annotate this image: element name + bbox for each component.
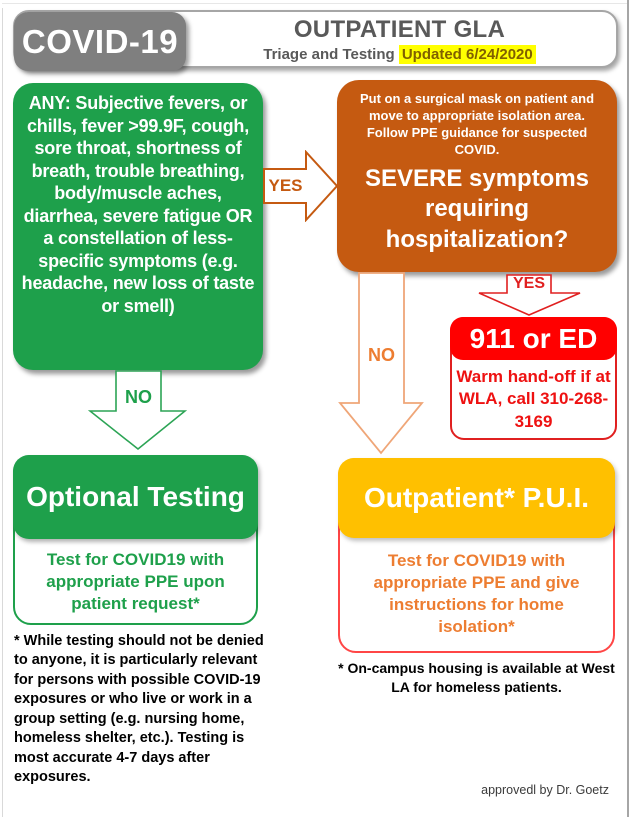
severe-question: SEVERE symptoms requiring hospitalizatio… bbox=[364, 164, 590, 254]
optional-testing-note: Test for COVID19 with appropriate PPE up… bbox=[46, 550, 225, 614]
yes-connector-to-severe: YES bbox=[263, 150, 339, 222]
covid19-badge-label: COVID-19 bbox=[21, 22, 179, 60]
approval-note: approvedl by Dr. Goetz bbox=[481, 783, 609, 797]
covid19-badge: COVID-19 bbox=[14, 12, 186, 71]
no-connector-to-pui: NO bbox=[338, 272, 424, 455]
emergency-box: 911 or ED Warm hand-off if at WLA, call … bbox=[450, 317, 617, 440]
testing-footnote: * While testing should not be denied to … bbox=[14, 633, 264, 785]
down-arrow-icon bbox=[88, 370, 187, 451]
slide-left-edge bbox=[2, 8, 3, 817]
right-arrow-icon bbox=[263, 150, 339, 222]
down-arrow-icon bbox=[338, 272, 424, 455]
slide-top-edge bbox=[2, 3, 627, 4]
optional-testing-title: Optional Testing bbox=[13, 455, 258, 539]
yes-label: YES bbox=[512, 275, 545, 292]
optional-testing-box: Optional Testing Test for COVID19 with a… bbox=[13, 455, 258, 625]
severe-box: Put on a surgical mask on patient and mo… bbox=[337, 80, 617, 272]
page-title: OUTPATIENT GLA bbox=[293, 16, 506, 43]
page-subtitle: Triage and Testing Updated 6/24/2020 bbox=[193, 45, 606, 64]
yes-label: YES bbox=[268, 176, 303, 195]
pui-note: Test for COVID19 with appropriate PPE an… bbox=[373, 551, 580, 637]
pui-title: Outpatient* P.U.I. bbox=[338, 458, 615, 538]
emergency-title: 911 or ED bbox=[450, 317, 617, 360]
yes-connector-to-emergency: YES bbox=[478, 274, 582, 317]
subtitle-text: Triage and Testing bbox=[263, 46, 395, 63]
down-arrow-icon bbox=[478, 274, 581, 316]
pui-box: Outpatient* P.U.I. Test for COVID19 with… bbox=[338, 458, 615, 653]
slide-right-edge bbox=[627, 0, 629, 817]
housing-footnote: * On-campus housing is available at West… bbox=[338, 660, 615, 695]
symptoms-box: ANY: Subjective fevers, or chills, fever… bbox=[13, 83, 263, 370]
emergency-note: Warm hand-off if at WLA, call 310-268-31… bbox=[456, 367, 611, 431]
severe-instruction: Put on a surgical mask on patient and mo… bbox=[359, 91, 595, 158]
no-label: NO bbox=[368, 345, 395, 365]
updated-highlight: Updated 6/24/2020 bbox=[398, 45, 536, 64]
no-connector-to-testing: NO bbox=[88, 370, 187, 451]
no-label: NO bbox=[125, 387, 152, 407]
header-text: OUTPATIENT GLA Triage and Testing Update… bbox=[193, 16, 606, 64]
